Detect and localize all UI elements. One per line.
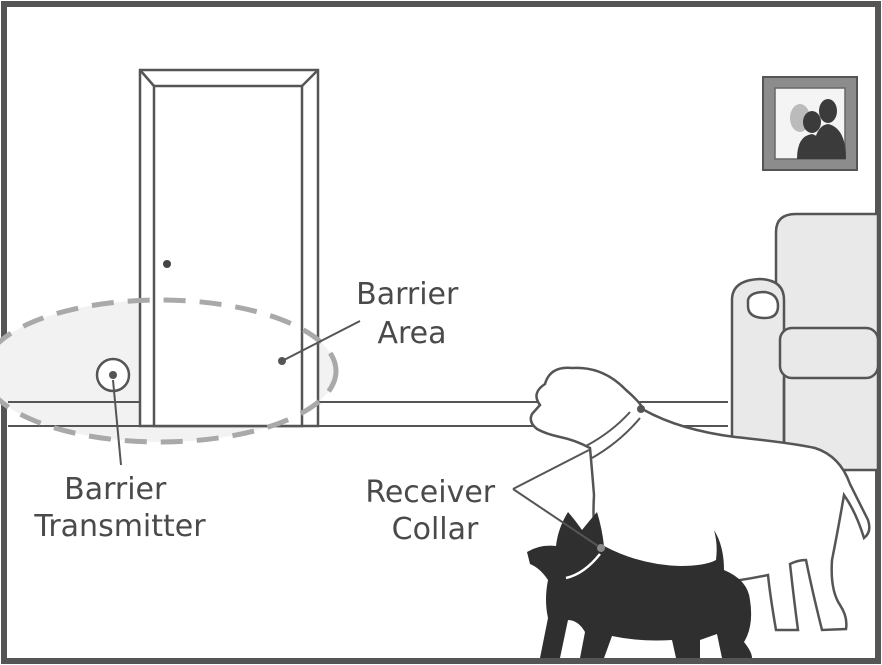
barrier-area-label: Barrier Area [356, 277, 468, 351]
receiver-collar-label: Receiver Collar [365, 475, 504, 547]
small-dog-collar [565, 553, 601, 580]
large-dog-collar [585, 411, 641, 459]
door-knob-icon [163, 260, 171, 268]
barrier-transmitter-label: Barrier Transmitter [33, 472, 206, 544]
large-dog-collar-dot [637, 405, 645, 413]
small-dog-collar-dot [597, 544, 605, 552]
small-dog-icon [527, 512, 752, 658]
barrier-area-pointer [278, 320, 361, 365]
door-icon [138, 68, 320, 428]
receiver-collar-pointers [512, 449, 599, 547]
barrier-transmitter-icon [95, 357, 131, 466]
barrier-area-outline [0, 297, 339, 445]
framed-picture-icon [762, 76, 858, 171]
sofa-icon [730, 212, 880, 472]
